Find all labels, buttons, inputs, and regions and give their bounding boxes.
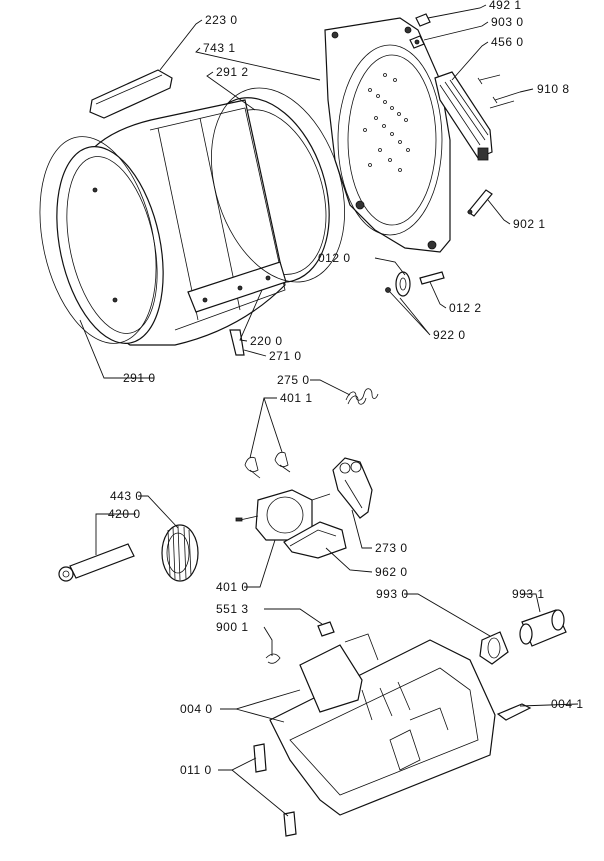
label-223-0: 223 0 [205, 13, 238, 27]
label-291-0: 291 0 [123, 371, 156, 385]
label-443-0: 443 0 [110, 489, 143, 503]
label-902-1: 902 1 [513, 217, 546, 231]
label-401-1: 401 1 [280, 391, 313, 405]
wire-clip-part [265, 653, 281, 664]
foot-part [253, 743, 297, 837]
base-housing-part [269, 633, 496, 816]
label-993-0: 993 0 [376, 587, 409, 601]
label-993-1: 993 1 [512, 587, 545, 601]
bracket-part [496, 703, 532, 721]
fan-wheel-part [161, 524, 199, 582]
bearing-part [385, 271, 445, 297]
thermostat-part [467, 189, 493, 217]
label-743-1: 743 1 [203, 41, 236, 55]
label-910-8: 910 8 [537, 82, 570, 96]
drum-part [56, 97, 330, 356]
tensioner-part [332, 457, 373, 519]
spring-part [345, 388, 379, 405]
label-273-0: 273 0 [375, 541, 408, 555]
label-962-0: 962 0 [375, 565, 408, 579]
label-551-3: 551 3 [216, 602, 249, 616]
carbon-brush-part [244, 451, 291, 479]
label-903-0: 903 0 [491, 15, 524, 29]
label-012-0: 012 0 [318, 251, 351, 265]
handle-cap-part [89, 69, 173, 119]
clip-part [317, 621, 335, 637]
label-011-0: 011 0 [180, 763, 212, 777]
rear-ring-part [211, 87, 345, 283]
label-492-1: 492 1 [489, 0, 522, 12]
label-275-0: 275 0 [277, 373, 310, 387]
part-labels: 223 0 743 1 291 2 492 1 903 0 456 0 910 … [108, 0, 584, 777]
label-456-0: 456 0 [491, 35, 524, 49]
shaft-part [58, 543, 135, 582]
pulley-part [479, 631, 509, 665]
label-012-2: 012 2 [449, 301, 482, 315]
leader-lines [79, 4, 579, 817]
motor-bracket-part [283, 521, 347, 559]
front-ring-part [39, 136, 157, 344]
heating-element-part [434, 71, 493, 161]
label-401-0: 401 0 [216, 580, 249, 594]
rear-panel-part [324, 17, 451, 253]
label-004-0: 004 0 [180, 702, 213, 716]
label-220-0: 220 0 [250, 334, 283, 348]
small-clip-part [409, 13, 431, 49]
label-271-0: 271 0 [269, 349, 302, 363]
screw-part [477, 74, 521, 109]
roller-part [519, 609, 567, 647]
label-420-0: 420 0 [108, 507, 141, 521]
label-291-2: 291 2 [216, 65, 249, 79]
label-900-1: 900 1 [216, 620, 249, 634]
label-922-0: 922 0 [433, 328, 466, 342]
label-004-1: 004 1 [551, 697, 584, 711]
